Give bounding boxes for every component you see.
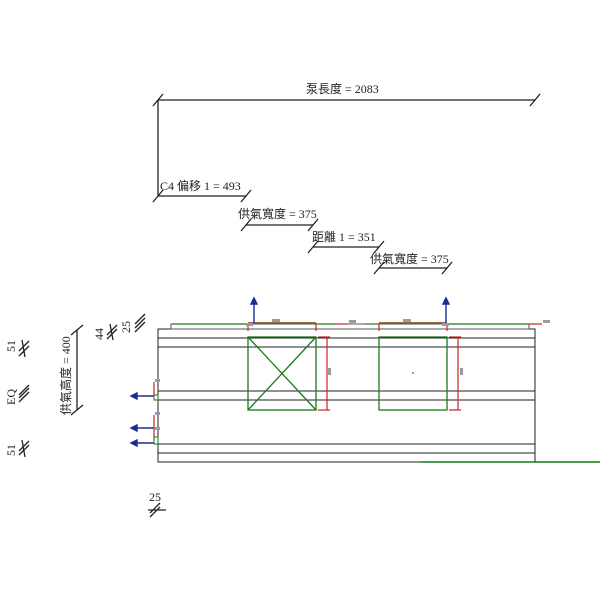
small-labels (155, 319, 550, 430)
dimension-lines (18, 93, 541, 518)
airflow-arrows (129, 296, 451, 448)
pump-length-label: 泵長度 = 2083 (306, 81, 379, 96)
dim-51-bottom: 51 (4, 444, 18, 456)
top-strip (172, 322, 542, 325)
c4-offset-label: C4 偏移 1 = 493 (160, 178, 241, 193)
dim-25-top: 25 (119, 321, 133, 333)
dim-eq: EQ (4, 389, 18, 405)
side-connectors (153, 394, 159, 445)
distance-label: 距離 1 = 351 (312, 230, 376, 244)
dim-51-top: 51 (4, 340, 18, 352)
supply-height-label: 供氣高度 = 400 (58, 336, 73, 415)
red-dimension-markers (153, 324, 461, 440)
supply-opening-2[interactable] (378, 336, 448, 411)
dim-44: 44 (92, 328, 106, 340)
dim-25-bottom: 25 (149, 490, 161, 504)
supply-opening-1[interactable] (247, 336, 317, 411)
pump-body[interactable] (157, 323, 536, 463)
supply-width-label-2: 供氣寬度 = 375 (370, 251, 449, 266)
center-point (412, 372, 414, 374)
supply-width-label-1: 供氣寬度 = 375 (238, 206, 317, 221)
